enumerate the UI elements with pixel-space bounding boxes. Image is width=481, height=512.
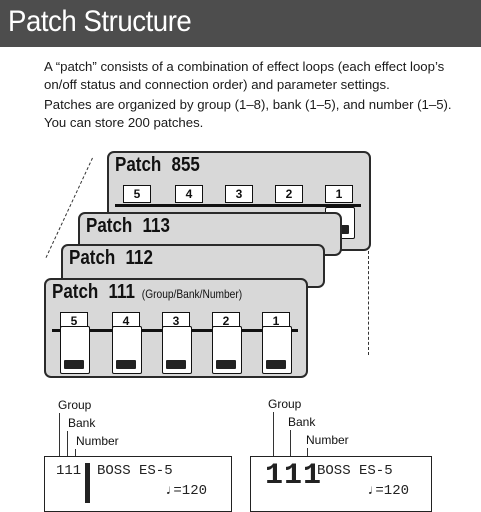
page-title: Patch Structure bbox=[8, 5, 192, 38]
leader-line bbox=[59, 413, 60, 458]
loop-number: 5 bbox=[123, 185, 151, 203]
patch-subtitle: (Group/Bank/Number) bbox=[141, 287, 243, 301]
footswitch bbox=[112, 326, 142, 374]
number-label: Number bbox=[76, 434, 119, 448]
lcd-tempo: ♩=120 bbox=[367, 483, 410, 499]
perspective-line bbox=[368, 160, 369, 355]
footswitch bbox=[60, 326, 90, 374]
footswitch bbox=[162, 326, 192, 374]
patch-label: Patch bbox=[69, 247, 116, 269]
title-bar: Patch Structure bbox=[0, 0, 481, 47]
lcd-patch-name: BOSS ES-5 bbox=[317, 463, 393, 479]
loop-number: 4 bbox=[175, 185, 203, 203]
bank-label: Bank bbox=[288, 415, 316, 429]
patch-number: 113 bbox=[142, 215, 170, 237]
intro-paragraph: A “patch” consists of a combination of e… bbox=[44, 59, 445, 92]
loop-number: 1 bbox=[325, 185, 353, 203]
footswitch bbox=[212, 326, 242, 374]
leader-line bbox=[67, 431, 68, 458]
loop-number: 1 bbox=[262, 312, 290, 330]
number-label: Number bbox=[306, 433, 349, 447]
lcd-cursor-bar bbox=[85, 463, 90, 503]
lcd-patch-name: BOSS ES-5 bbox=[97, 463, 173, 479]
bank-label: Bank bbox=[68, 416, 96, 430]
lcd-tempo: ♩=120 bbox=[165, 483, 208, 499]
patch-label: Patch bbox=[52, 281, 99, 303]
lcd-display: 111 BOSS ES-5 ♩=120 bbox=[44, 456, 232, 512]
leader-line bbox=[307, 448, 308, 458]
patch-number: 855 bbox=[171, 154, 200, 176]
lcd-display: 111 BOSS ES-5 ♩=120 bbox=[250, 456, 432, 512]
loop-number: 3 bbox=[225, 185, 253, 203]
footswitch bbox=[262, 326, 292, 374]
patch-number: 111 bbox=[108, 281, 135, 303]
patch-label: Patch bbox=[86, 215, 133, 237]
lcd-patch-number: 111 bbox=[56, 463, 82, 479]
loop-number: 2 bbox=[275, 185, 303, 203]
patch-label: Patch bbox=[115, 154, 162, 176]
patch-number: 112 bbox=[125, 247, 153, 269]
signal-rail bbox=[115, 204, 361, 207]
group-label: Group bbox=[58, 398, 92, 412]
group-label: Group bbox=[268, 397, 302, 411]
leader-line bbox=[290, 430, 291, 458]
lcd-patch-number-large: 111 bbox=[265, 459, 323, 493]
organization-paragraph: Patches are organized by group (1–8), ba… bbox=[44, 97, 452, 130]
leader-line bbox=[75, 449, 76, 458]
leader-line bbox=[273, 412, 274, 458]
